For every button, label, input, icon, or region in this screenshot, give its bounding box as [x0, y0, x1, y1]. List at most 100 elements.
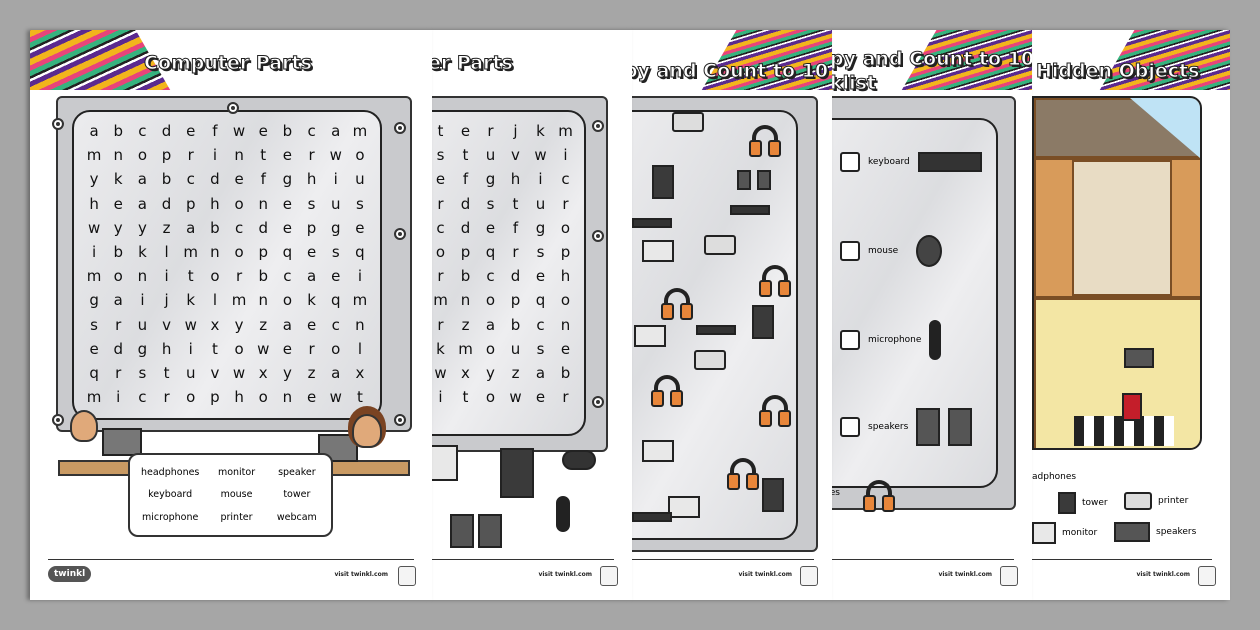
speakers-icon	[737, 170, 751, 190]
headphones-icon	[727, 458, 759, 490]
page-title: er Parts	[432, 52, 513, 75]
monitor-icon	[432, 445, 458, 481]
grid-letter: h	[560, 267, 571, 286]
grid-letter: r	[512, 242, 519, 261]
grid-letter: y	[234, 315, 244, 334]
page-title-line2: klist	[832, 72, 877, 95]
grid-letter: n	[355, 315, 365, 334]
legend-printer: printer	[1124, 492, 1188, 510]
grid-letter: i	[164, 267, 169, 286]
word: webcam	[276, 512, 317, 524]
grid-letter: n	[210, 242, 220, 261]
grid-letter: g	[535, 218, 546, 237]
grid-letter: u	[535, 194, 546, 213]
checklist-item[interactable]: speakers	[840, 408, 973, 446]
checklist-item[interactable]: microphone	[840, 320, 942, 360]
grid-letter: r	[187, 146, 194, 165]
headphones-icon	[759, 395, 791, 427]
footer-link[interactable]: visit twinkl.com	[938, 571, 992, 578]
footer-link[interactable]: visit twinkl.com	[334, 571, 388, 578]
legend-speakers: speakers	[1114, 522, 1196, 542]
grid-letter: n	[258, 291, 268, 310]
grid-letter: i	[140, 291, 145, 310]
grid-letter: m	[231, 291, 247, 310]
grid-letter: i	[91, 242, 97, 261]
grid-letter: c	[486, 267, 495, 286]
grid-letter: m	[352, 291, 368, 310]
bolt-icon	[394, 414, 406, 426]
twinkl-logo[interactable]: twinkl	[48, 566, 92, 582]
grid-letter: w	[434, 363, 447, 382]
grid-letter: o	[355, 146, 365, 165]
grid-letter: y	[89, 170, 99, 189]
grid-letter: t	[356, 388, 363, 407]
word: monitor	[217, 466, 256, 478]
word: speaker	[278, 466, 316, 478]
grid-letter: q	[89, 363, 99, 382]
grid-letter: e	[435, 170, 446, 189]
grid-letter: d	[460, 194, 471, 213]
checkbox[interactable]	[840, 330, 860, 350]
grid-letter: e	[186, 122, 196, 140]
grid-letter: y	[486, 363, 495, 382]
grid-letter: e	[535, 267, 546, 286]
footer-link[interactable]: visit twinkl.com	[738, 571, 792, 578]
grid-letter: e	[560, 339, 571, 358]
microphone-icon	[929, 320, 942, 360]
printer-icon	[672, 112, 704, 132]
grid-letter: x	[461, 363, 470, 382]
grid-letter: m	[86, 267, 102, 286]
grid-letter: o	[258, 388, 268, 407]
monitor-icon	[642, 240, 674, 262]
grid-letter: i	[357, 267, 362, 286]
grid-letter: r	[115, 363, 122, 382]
footer-link[interactable]: visit twinkl.com	[1136, 571, 1190, 578]
grid-letter: o	[485, 388, 496, 407]
grid-letter: u	[137, 315, 148, 334]
grid-letter: i	[116, 388, 121, 407]
grid-letter: k	[113, 170, 123, 189]
grid-letter: p	[210, 388, 220, 407]
grid-letter: d	[161, 122, 172, 140]
grid-letter: m	[433, 291, 448, 310]
bolt-icon	[227, 102, 239, 114]
grid-letter: t	[187, 267, 194, 286]
grid-letter: v	[162, 315, 172, 334]
grid-letter: r	[562, 388, 569, 407]
grid-letter: t	[163, 363, 170, 382]
tower-icon	[762, 478, 784, 512]
checkbox[interactable]	[840, 241, 860, 261]
word: headphones	[140, 466, 200, 478]
webcam-icon	[562, 450, 596, 470]
keyboard-icon	[917, 152, 982, 172]
worksheet-hidden-objects: Hidden Objects adphones tower printer mo…	[1032, 30, 1230, 600]
printer-icon	[1124, 492, 1152, 510]
grid-letter: c	[561, 170, 570, 189]
bolt-icon	[592, 120, 604, 132]
checklist-item[interactable]: mouse	[840, 235, 943, 267]
grid-letter: o	[137, 146, 147, 165]
grid-letter: b	[113, 242, 123, 261]
grid-letter: r	[487, 122, 494, 140]
grid-letter: o	[234, 339, 244, 358]
grid-letter: e	[282, 339, 293, 358]
footer-link[interactable]: visit twinkl.com	[538, 571, 592, 578]
grid-letter: c	[138, 388, 147, 407]
grid-letter: e	[282, 194, 293, 213]
grid-letter: h	[234, 388, 244, 407]
speakers-icon	[1114, 522, 1150, 542]
worksheet-copy-count: py and Count to 10 visit twinkl.com	[632, 30, 832, 600]
word-search-panel	[432, 110, 586, 436]
grid-letter: o	[186, 388, 196, 407]
grid-letter: g	[282, 170, 293, 189]
keyboard-icon	[730, 205, 770, 215]
checkbox[interactable]	[840, 417, 860, 437]
checklist-item[interactable]: nes	[832, 480, 895, 512]
printer-icon	[694, 350, 726, 370]
grid-letter: w	[534, 146, 547, 165]
grid-letter: s	[536, 339, 545, 358]
desk-right	[330, 460, 410, 476]
checklist-item[interactable]: keyboard	[840, 152, 982, 172]
girl-illustration	[352, 414, 382, 448]
checkbox[interactable]	[840, 152, 860, 172]
